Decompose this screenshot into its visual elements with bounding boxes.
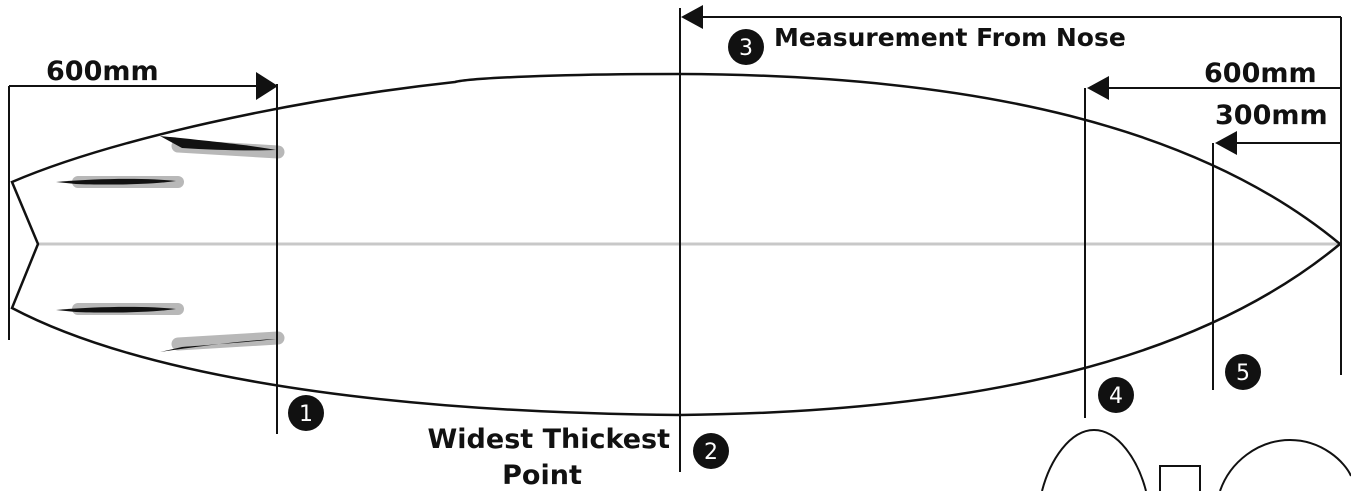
fin-upper-rear [160, 136, 285, 159]
svg-text:1: 1 [299, 402, 313, 427]
measurement-from-nose-bracket [679, 5, 1342, 472]
svg-text:4: 4 [1109, 384, 1123, 409]
marker-1: 1 [288, 395, 324, 431]
tail-measure-label: 600mm [46, 56, 159, 87]
fin-upper-front [56, 176, 184, 188]
svg-text:2: 2 [704, 440, 718, 465]
marker-2: 2 [693, 433, 729, 469]
nose-300-bracket [1212, 131, 1341, 390]
widest-point-label-line1: Widest Thickest [428, 424, 671, 455]
marker-5: 5 [1225, 354, 1261, 390]
widest-point-label-line2: Point [502, 460, 582, 491]
svg-text:3: 3 [739, 36, 753, 61]
measurement-from-nose-label: Measurement From Nose [774, 23, 1126, 52]
board-outline [10, 72, 1342, 417]
svg-text:5: 5 [1236, 361, 1250, 386]
nose-600-label: 600mm [1204, 58, 1317, 89]
nose-600-bracket [1084, 76, 1341, 418]
cross-section-shapes [1041, 428, 1351, 491]
marker-3: 3 [728, 29, 764, 65]
marker-4: 4 [1098, 377, 1134, 413]
tail-measure-bracket [8, 72, 278, 434]
fin-lower-front [56, 303, 184, 315]
nose-300-label: 300mm [1215, 100, 1328, 131]
fin-lower-rear [160, 331, 285, 352]
